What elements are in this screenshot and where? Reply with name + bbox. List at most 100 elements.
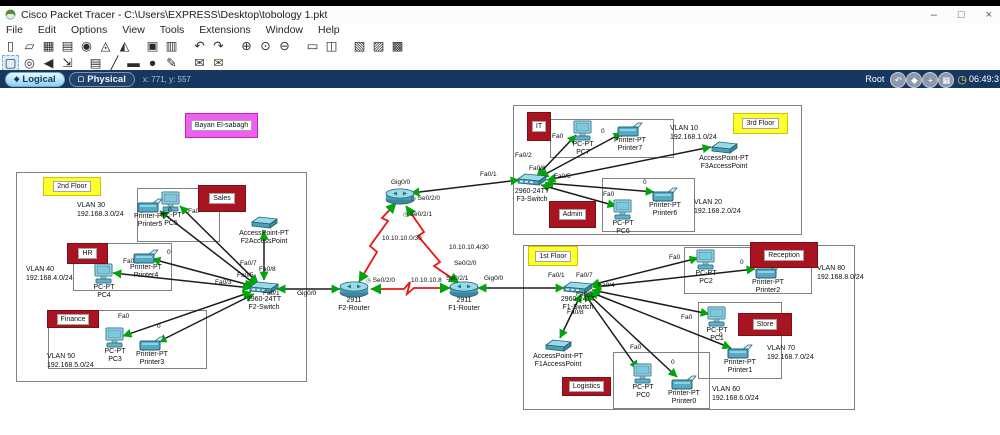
new-file-icon[interactable]: ▯ — [7, 38, 14, 53]
device-printer7[interactable] — [617, 122, 643, 138]
area-label-it[interactable]: IT — [527, 112, 551, 141]
add-complex-pdu-tool-icon[interactable]: ✉ — [213, 56, 224, 70]
zoom-in-icon[interactable]: ⊕ — [241, 38, 252, 53]
device-f2-switch[interactable] — [248, 280, 280, 297]
place-note-tool-icon[interactable]: ▤ — [89, 56, 102, 70]
maximize-button[interactable]: □ — [957, 8, 965, 21]
redo-icon[interactable]: ↷ — [213, 38, 224, 53]
ethernet-link[interactable] — [592, 265, 756, 291]
resize-shape-tool-icon[interactable]: ⇲ — [62, 56, 73, 70]
back-button[interactable]: ↶ — [890, 72, 907, 89]
device-f2accesspoint[interactable] — [249, 214, 279, 231]
zoom-original-icon[interactable]: ⊙ — [260, 38, 271, 53]
area-label-admin[interactable]: Admin — [549, 201, 596, 228]
viewport-icon[interactable]: ▩ — [391, 38, 404, 53]
zoom-out-icon[interactable]: ⊖ — [279, 38, 290, 53]
area-label-sales[interactable]: Sales — [198, 185, 246, 212]
device-printer3[interactable] — [139, 336, 165, 352]
port-label: Fa0/5 — [576, 291, 593, 298]
move-layout-tool-icon[interactable]: ◀ — [43, 56, 54, 70]
ethernet-link[interactable] — [586, 292, 678, 378]
device-f1-switch[interactable] — [562, 280, 594, 297]
area-label-hr[interactable]: HR — [67, 243, 108, 264]
area-label-text: Store — [752, 319, 778, 330]
network-settings-icon[interactable]: ◭ — [119, 38, 130, 53]
area-label-logistics[interactable]: Logistics — [562, 377, 611, 396]
ethernet-link[interactable] — [559, 293, 582, 339]
draw-ellipse-tool-icon[interactable]: ● — [148, 55, 157, 70]
device-f3accesspoint[interactable] — [709, 139, 739, 156]
area-label-finance[interactable]: Finance — [47, 310, 99, 328]
device-f1accesspoint[interactable] — [543, 337, 573, 354]
console-icon[interactable]: ▧ — [353, 38, 366, 53]
ethernet-link[interactable] — [544, 179, 655, 196]
menu-options[interactable]: Options — [71, 23, 108, 36]
area-label-bayan[interactable]: Bayan El-sabagh — [185, 113, 258, 138]
inspect-tool-icon[interactable]: ◎ — [24, 56, 35, 70]
area-label-floor1[interactable]: 1st Floor — [528, 246, 578, 266]
device-pc6[interactable] — [611, 199, 635, 221]
device-printer4[interactable] — [133, 249, 159, 265]
device-pc2[interactable] — [694, 249, 718, 271]
ethernet-link[interactable] — [410, 176, 520, 197]
serial-link[interactable] — [405, 205, 460, 284]
close-button[interactable]: × — [985, 8, 992, 21]
device-pc4[interactable] — [92, 263, 116, 285]
custom-devices-dialog-icon[interactable]: ◫ — [325, 38, 338, 53]
drawing-palette-icon[interactable]: ▭ — [306, 38, 319, 53]
device-pc7[interactable] — [571, 120, 595, 142]
paste-icon[interactable]: ▥ — [165, 38, 178, 53]
area-label-text: 1st Floor — [535, 250, 571, 262]
set-background-button[interactable]: ▦ — [938, 72, 955, 89]
menu-window[interactable]: Window — [265, 23, 304, 36]
save-icon[interactable]: ▦ — [42, 38, 55, 53]
area-label-floor3[interactable]: 3rd Floor — [733, 113, 788, 134]
device-pc1[interactable] — [705, 306, 729, 328]
device-printer0[interactable] — [671, 375, 697, 391]
tab-physical[interactable]: ▢ Physical — [68, 71, 135, 87]
device-templates-icon[interactable]: ▨ — [372, 38, 385, 53]
menu-extensions[interactable]: Extensions — [199, 23, 251, 36]
device-pc0[interactable] — [631, 363, 655, 385]
device-pc3[interactable] — [103, 327, 127, 349]
vlan-subnet: 192.168.1.0/24 — [670, 133, 717, 141]
device-f2-router[interactable] — [339, 280, 369, 298]
serial-link[interactable] — [358, 202, 397, 283]
cluster-button[interactable]: ◆ — [906, 72, 923, 89]
menu-tools[interactable]: Tools — [159, 23, 185, 36]
ethernet-link[interactable] — [112, 269, 252, 292]
device-printer1[interactable] — [727, 344, 753, 360]
move-object-button[interactable]: + — [922, 71, 939, 88]
area-label-store[interactable]: Store — [738, 313, 792, 336]
area-label-floor2[interactable]: 2nd Floor — [43, 177, 101, 196]
device-core-router[interactable] — [385, 187, 415, 205]
device-pc5[interactable] — [159, 191, 183, 213]
menu-edit[interactable]: Edit — [37, 23, 57, 36]
activity-wizard-icon[interactable]: ◉ — [81, 38, 92, 53]
minimize-button[interactable]: – — [930, 8, 937, 21]
draw-freeform-tool-icon[interactable]: ✎ — [166, 56, 177, 70]
device-printer6[interactable] — [652, 187, 678, 203]
draw-line-tool-icon[interactable]: ╱ — [110, 56, 119, 70]
copy-icon[interactable]: ▣ — [146, 38, 159, 53]
select-tool-icon[interactable]: ▢ — [2, 54, 19, 71]
port-label: Fa0 — [118, 313, 130, 320]
undo-icon[interactable]: ↶ — [194, 38, 205, 53]
menu-help[interactable]: Help — [318, 23, 340, 36]
device-f3-switch[interactable] — [516, 172, 548, 189]
open-file-icon[interactable]: ▱ — [24, 38, 35, 53]
add-simple-pdu-tool-icon[interactable]: ✉ — [194, 56, 205, 70]
multiuser-icon[interactable]: ◬ — [100, 38, 111, 53]
print-icon[interactable]: ▤ — [61, 38, 74, 53]
menu-view[interactable]: View — [122, 23, 145, 36]
draw-rectangle-tool-icon[interactable]: ▬ — [127, 55, 140, 70]
ethernet-link[interactable] — [546, 144, 712, 183]
environment-time[interactable]: ◷ 06:49:3 — [957, 73, 999, 86]
ethernet-link[interactable] — [157, 293, 255, 343]
device-f1-router[interactable] — [449, 280, 479, 298]
menu-file[interactable]: File — [6, 23, 23, 36]
area-label-reception[interactable]: Reception — [750, 242, 818, 268]
tab-logical[interactable]: ◆ Logical — [5, 71, 65, 87]
serial-link[interactable] — [370, 281, 451, 297]
